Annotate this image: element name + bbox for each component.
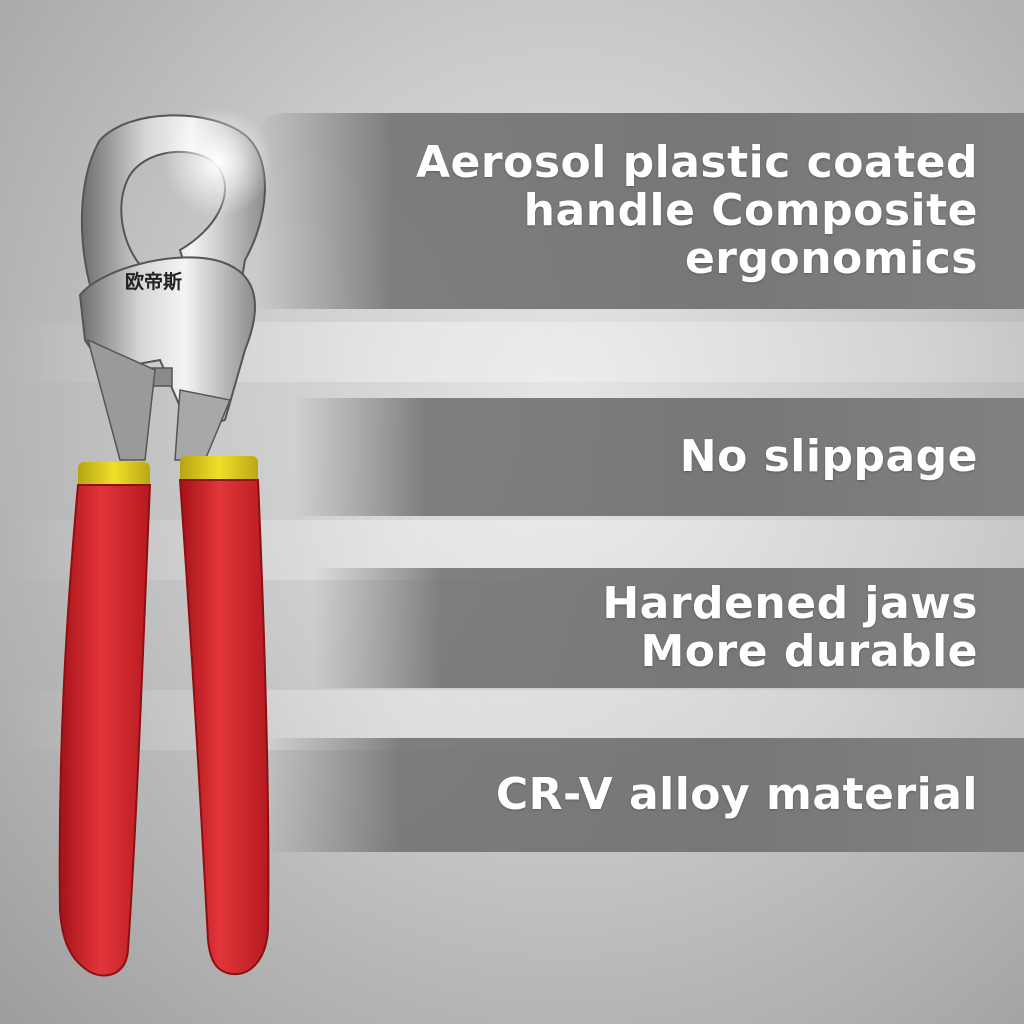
right-red-handle — [178, 479, 270, 976]
feature-text-line: Aerosol plastic coated — [416, 137, 978, 188]
feature-text-line: More durable — [640, 626, 978, 677]
light-glare — [163, 107, 273, 217]
feature-text-line: Hardened jaws — [602, 578, 978, 629]
feature-text-line: ergonomics — [684, 233, 978, 284]
feature-band-no-slippage: No slippage — [294, 398, 1024, 516]
feature-text-line: handle Composite — [523, 185, 978, 236]
feature-text-line: No slippage — [679, 431, 978, 482]
left-handle-collar — [78, 462, 150, 490]
cable-cutter-pliers: 欧帝斯 — [58, 107, 273, 977]
feature-band-coated-handle: Aerosol plastic coated handle Composite … — [254, 113, 1024, 309]
right-handle-collar — [180, 456, 258, 484]
left-red-handle — [58, 484, 152, 977]
feature-band-crv-alloy: CR-V alloy material — [264, 738, 1024, 852]
pliers-jaw: 欧帝斯 — [78, 107, 273, 461]
feature-text-line: CR-V alloy material — [495, 769, 978, 820]
feature-band-hardened-jaws: Hardened jaws More durable — [314, 568, 1024, 688]
brand-logo: 欧帝斯 — [125, 270, 182, 293]
